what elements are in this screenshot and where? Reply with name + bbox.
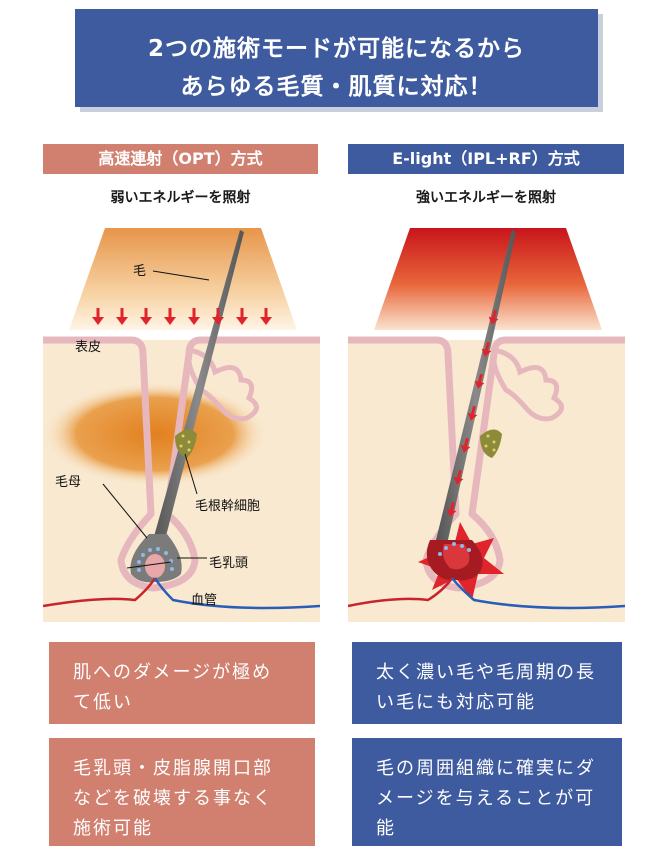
sebaceous-gland [491,347,564,422]
opt-benefit-2: 毛乳頭・皮脂腺開口部などを破壊する事なく施術可能 [49,738,315,846]
mode-title-opt: 高速連射（OPT）方式 [43,144,318,174]
label-stem-cell: 毛根幹細胞 [195,498,260,514]
energy-arrows [92,308,272,325]
blood-vessel-red [43,577,157,608]
label-epidermis: 表皮 [75,340,101,355]
blood-vessel-red [348,577,454,608]
headline-line-2: あらゆる毛質・肌質に対応！ [180,74,493,100]
energy-glow [43,382,267,486]
diagram-elight [348,228,625,622]
hair-shaft [436,230,516,540]
opt-benefit-1: 肌へのダメージが極めて低い [49,642,315,724]
light-zone [374,228,602,330]
hair-shaft [153,230,244,540]
mode-subtitle-elight: 強いエネルギーを照射 [416,190,556,206]
mode-title-elight: E-light（IPL+RF）方式 [348,144,624,174]
elight-benefit-2: 毛の周囲組織に確実にダメージを与えることが可能 [352,738,622,846]
headline-banner: 2つの施術モードが可能になるから あらゆる毛質・肌質に対応！ [75,9,598,107]
blood-vessel-blue [153,577,320,610]
energy-arrows-along-hair [446,309,499,517]
elight-benefit-1: 太く濃い毛や毛周期の長い毛にも対応可能 [352,642,622,724]
label-hair: 毛 [133,264,146,279]
dermal-papilla [145,554,165,578]
stem-cell-cluster [480,429,502,458]
label-hair-matrix: 毛母 [55,475,81,490]
label-papilla: 毛乳頭 [209,556,248,571]
headline-line-1: 2つの施術モードが可能になるから [147,36,525,62]
label-blood-vessel: 血管 [191,593,217,608]
light-zone [69,228,297,330]
stem-cell-cluster [175,429,197,458]
blood-vessel-blue [451,577,625,610]
mode-subtitle-opt: 弱いエネルギーを照射 [110,190,251,206]
diagram-opt: 毛 表皮 毛母 毛根幹細胞 毛乳頭 血管 [43,228,320,622]
